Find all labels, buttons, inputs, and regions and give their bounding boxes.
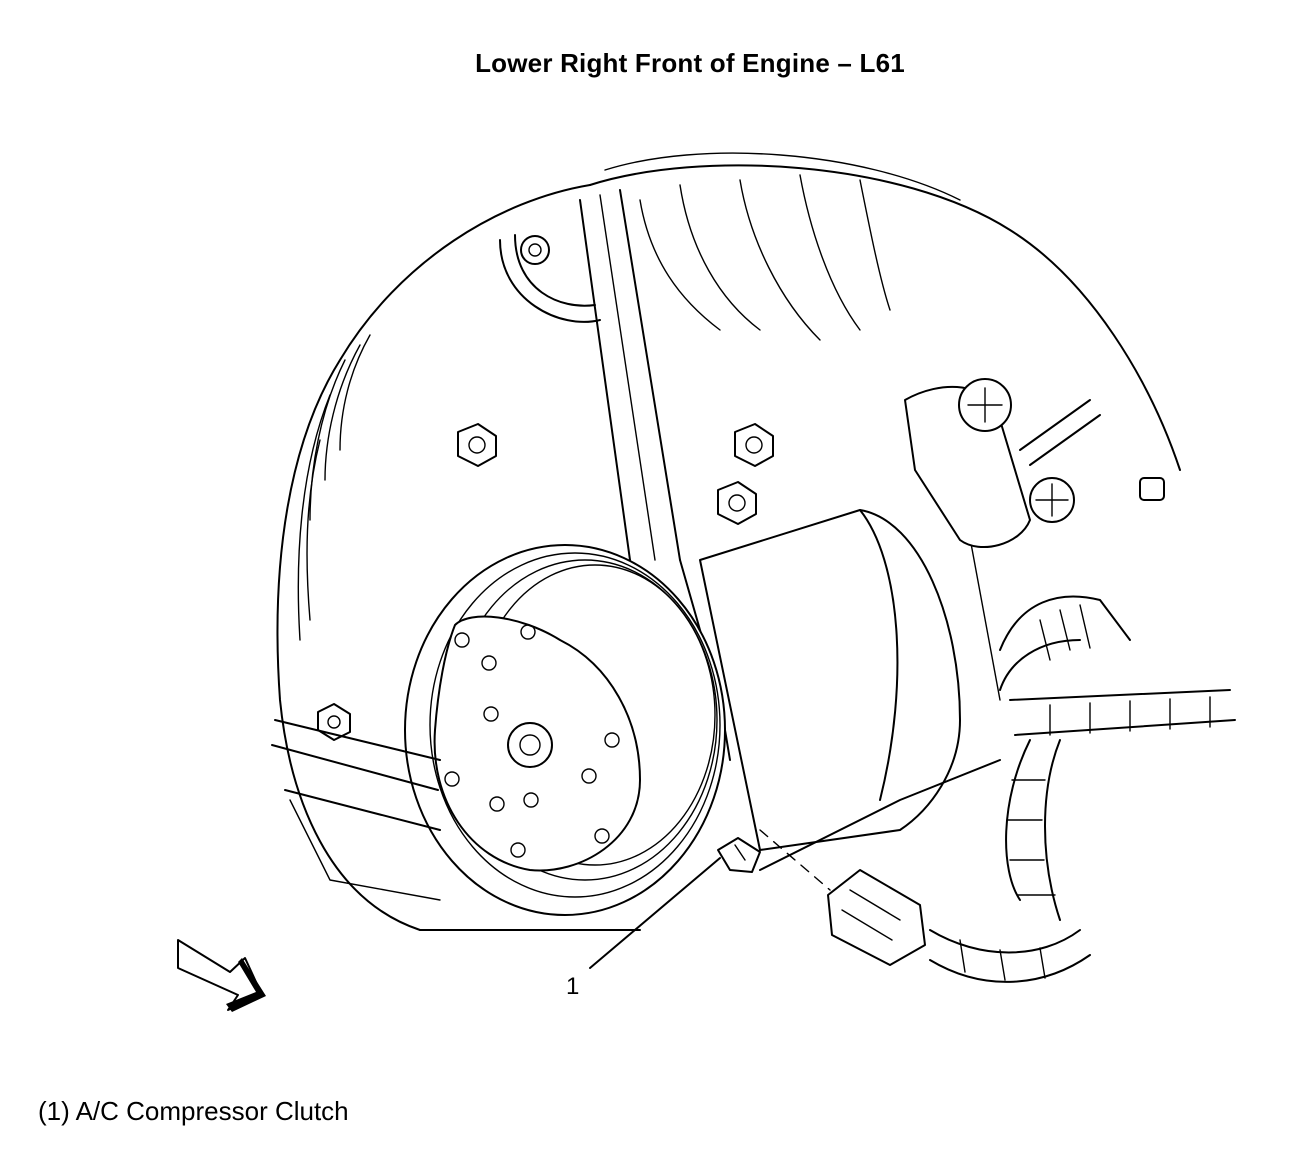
callout-number-1: 1 xyxy=(566,973,579,1000)
direction-arrow-icon xyxy=(177,939,266,1012)
mounting-bolts xyxy=(317,423,774,741)
compressor-clutch xyxy=(404,544,726,916)
frame-rail xyxy=(271,719,1001,931)
legend-item-1: (1) A/C Compressor Clutch xyxy=(38,1096,349,1126)
ac-compressor-body xyxy=(699,429,1001,851)
right-bracket xyxy=(904,378,1165,549)
upper-pulley xyxy=(499,174,891,341)
wiring-harness xyxy=(759,595,1236,983)
engine-outline xyxy=(276,152,1181,931)
callout-1: 1 xyxy=(566,857,721,1000)
clutch-connector xyxy=(717,837,761,873)
diagram-title: Lower Right Front of Engine – L61 xyxy=(475,48,905,78)
